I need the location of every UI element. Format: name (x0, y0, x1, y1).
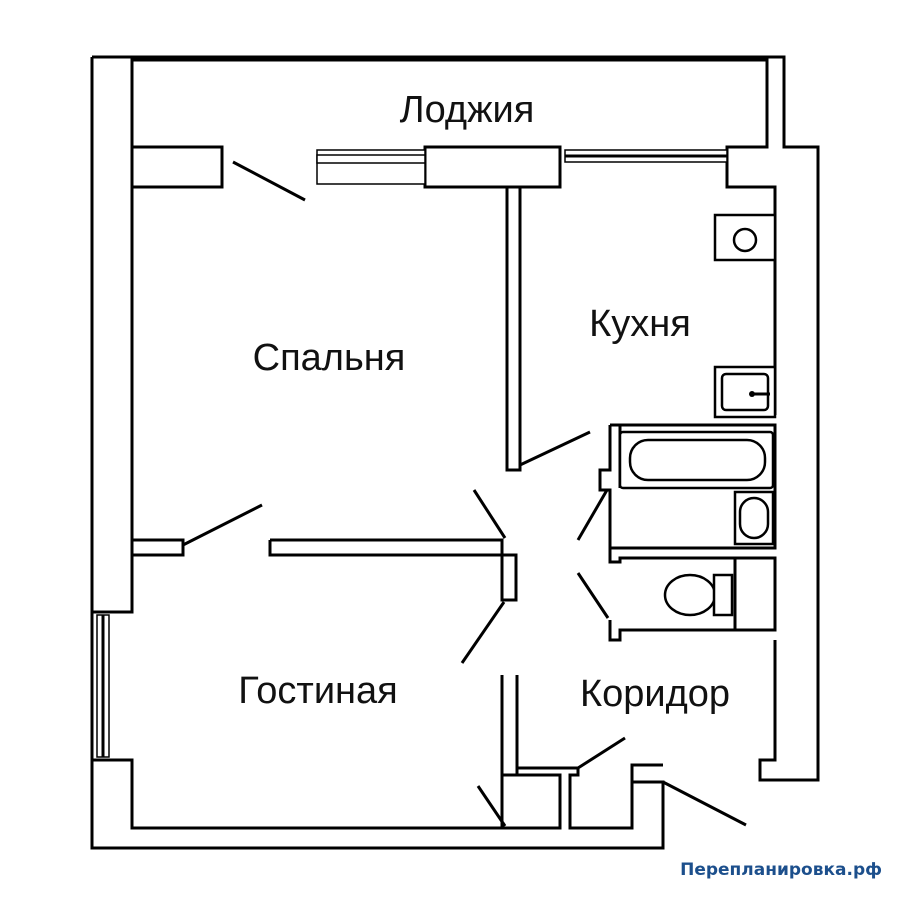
kitchen-label: Кухня (589, 303, 691, 345)
living-bottom-door (476, 785, 507, 827)
living-room-label: Гостиная (238, 670, 398, 712)
loggia-window-right (564, 149, 728, 163)
loggia-label: Лоджия (400, 89, 535, 131)
toilet-room-walls (608, 548, 777, 642)
bathroom-sink (733, 490, 775, 546)
bathtub (618, 430, 775, 490)
loggia-door (232, 160, 306, 202)
entrance-door (662, 780, 747, 827)
corridor-label: Коридор (580, 673, 730, 715)
living-door-bottom (460, 601, 506, 664)
loggia-wall (132, 145, 777, 415)
toilet (663, 573, 734, 617)
bedroom-bottom-wall (132, 538, 518, 602)
bedroom-door (182, 503, 263, 547)
kitchen-door (519, 430, 591, 467)
storage-door (577, 736, 626, 770)
bedroom-kitchen-partition (505, 187, 522, 472)
living-door-top (472, 489, 507, 539)
bathroom-door (576, 489, 609, 541)
left-window (96, 614, 110, 758)
corridor-walls (500, 675, 634, 830)
loggia-window-left (316, 149, 426, 185)
watermark: Перепланировка.рф (680, 860, 882, 880)
stove (713, 213, 777, 262)
kitchen-sink (713, 365, 777, 419)
toilet-door (576, 572, 610, 619)
bedroom-label: Спальня (253, 337, 406, 379)
